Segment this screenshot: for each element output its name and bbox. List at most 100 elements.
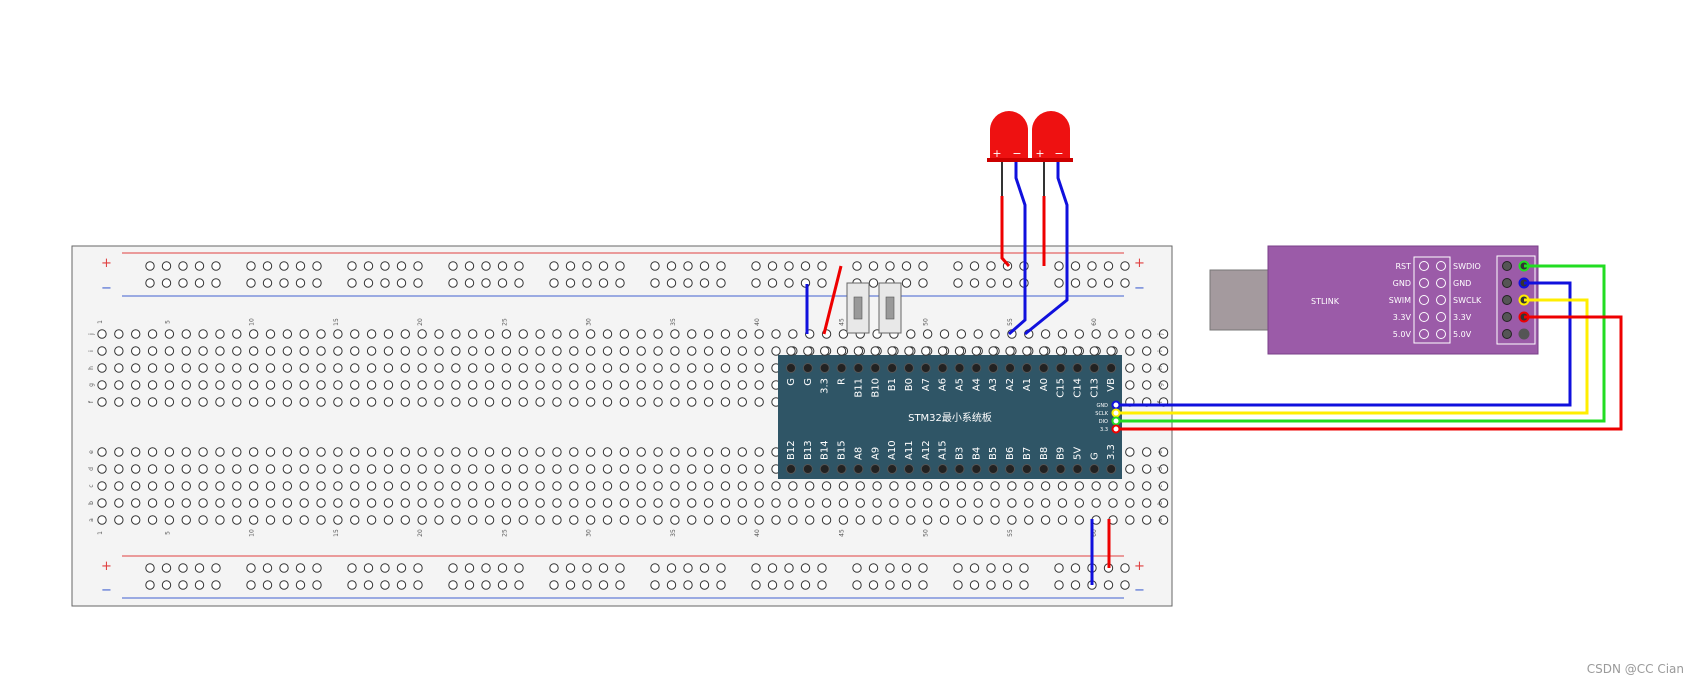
breadboard-hole[interactable] (1091, 329, 1101, 339)
breadboard-hole[interactable] (316, 447, 326, 457)
breadboard-hole[interactable] (636, 481, 646, 491)
breadboard-hole[interactable] (164, 464, 175, 474)
breadboard-hole[interactable] (1057, 329, 1068, 339)
breadboard-hole[interactable] (569, 447, 579, 457)
breadboard-hole[interactable] (821, 515, 832, 525)
breadboard-hole[interactable] (198, 447, 208, 457)
rail-hole[interactable] (211, 261, 221, 271)
breadboard-hole[interactable] (451, 498, 461, 508)
push-button-1[interactable] (846, 282, 870, 334)
rail-hole[interactable] (751, 580, 761, 590)
breadboard-hole[interactable] (569, 363, 579, 373)
breadboard-hole[interactable] (181, 481, 191, 491)
breadboard-hole[interactable] (282, 447, 293, 457)
breadboard-hole[interactable] (922, 515, 933, 525)
breadboard-hole[interactable] (383, 380, 394, 390)
breadboard-hole[interactable] (131, 498, 141, 508)
breadboard-hole[interactable] (754, 464, 764, 474)
rail-hole[interactable] (396, 563, 407, 573)
breadboard-hole[interactable] (97, 397, 107, 407)
breadboard-hole[interactable] (872, 515, 882, 525)
rail-hole[interactable] (363, 261, 374, 271)
breadboard-hole[interactable] (215, 498, 225, 508)
breadboard-hole[interactable] (147, 346, 158, 356)
breadboard-hole[interactable] (602, 498, 613, 508)
breadboard-hole[interactable] (215, 447, 225, 457)
breadboard-hole[interactable] (687, 380, 697, 390)
breadboard-hole[interactable] (619, 447, 630, 457)
breadboard-hole[interactable] (1142, 447, 1152, 457)
rail-hole[interactable] (295, 563, 306, 573)
rail-hole[interactable] (1002, 580, 1013, 590)
breadboard-hole[interactable] (451, 515, 461, 525)
breadboard-hole[interactable] (316, 481, 326, 491)
breadboard-hole[interactable] (198, 498, 208, 508)
breadboard-hole[interactable] (350, 380, 360, 390)
breadboard-hole[interactable] (1022, 346, 1032, 356)
breadboard-hole[interactable] (181, 397, 191, 407)
breadboard-hole[interactable] (518, 397, 528, 407)
breadboard-hole[interactable] (535, 397, 545, 407)
breadboard-hole[interactable] (585, 380, 596, 390)
breadboard-hole[interactable] (265, 380, 276, 390)
breadboard-hole[interactable] (333, 397, 343, 407)
rail-hole[interactable] (178, 580, 188, 590)
rail-hole[interactable] (363, 563, 374, 573)
breadboard-hole[interactable] (518, 363, 528, 373)
breadboard-hole[interactable] (114, 380, 124, 390)
breadboard-hole[interactable] (451, 329, 461, 339)
breadboard-hole[interactable] (535, 498, 545, 508)
breadboard-hole[interactable] (181, 363, 191, 373)
breadboard-hole[interactable] (552, 363, 562, 373)
breadboard-hole[interactable] (906, 481, 916, 491)
rail-hole[interactable] (194, 261, 205, 271)
breadboard-hole[interactable] (484, 498, 495, 508)
breadboard-hole[interactable] (703, 515, 714, 525)
rail-hole[interactable] (1019, 563, 1029, 573)
breadboard-hole[interactable] (585, 515, 596, 525)
breadboard-hole[interactable] (535, 363, 545, 373)
breadboard-hole[interactable] (417, 464, 427, 474)
breadboard-hole[interactable] (855, 515, 865, 525)
breadboard-hole[interactable] (484, 515, 495, 525)
rail-hole[interactable] (784, 563, 794, 573)
breadboard-hole[interactable] (922, 329, 933, 339)
breadboard-hole[interactable] (383, 464, 394, 474)
breadboard-hole[interactable] (265, 498, 276, 508)
breadboard-hole[interactable] (1125, 498, 1135, 508)
breadboard-hole[interactable] (1074, 329, 1085, 339)
rail-hole[interactable] (751, 278, 761, 288)
breadboard-hole[interactable] (383, 498, 394, 508)
breadboard-hole[interactable] (417, 363, 427, 373)
breadboard-hole[interactable] (788, 515, 798, 525)
breadboard-hole[interactable] (838, 498, 849, 508)
breadboard-hole[interactable] (870, 346, 880, 356)
rail-hole[interactable] (514, 278, 524, 288)
breadboard-hole[interactable] (282, 464, 293, 474)
breadboard-hole[interactable] (417, 380, 427, 390)
rail-hole[interactable] (363, 278, 374, 288)
breadboard-hole[interactable] (282, 380, 293, 390)
breadboard-hole[interactable] (232, 329, 242, 339)
breadboard-hole[interactable] (1108, 481, 1118, 491)
breadboard-hole[interactable] (299, 329, 309, 339)
breadboard-hole[interactable] (552, 515, 562, 525)
breadboard-hole[interactable] (198, 464, 208, 474)
rail-hole[interactable] (1087, 278, 1097, 288)
rail-hole[interactable] (986, 580, 996, 590)
breadboard-hole[interactable] (299, 498, 309, 508)
rail-hole[interactable] (852, 563, 862, 573)
rail-hole[interactable] (683, 278, 693, 288)
breadboard-hole[interactable] (1158, 447, 1169, 457)
breadboard-hole[interactable] (737, 363, 747, 373)
rail-hole[interactable] (514, 563, 524, 573)
breadboard-hole[interactable] (333, 464, 343, 474)
breadboard-hole[interactable] (232, 380, 242, 390)
breadboard-hole[interactable] (737, 329, 747, 339)
breadboard-hole[interactable] (1074, 481, 1085, 491)
rail-hole[interactable] (211, 563, 221, 573)
rail-hole[interactable] (699, 580, 710, 590)
rail-hole[interactable] (800, 563, 811, 573)
breadboard-hole[interactable] (265, 515, 276, 525)
rail-hole[interactable] (295, 580, 306, 590)
